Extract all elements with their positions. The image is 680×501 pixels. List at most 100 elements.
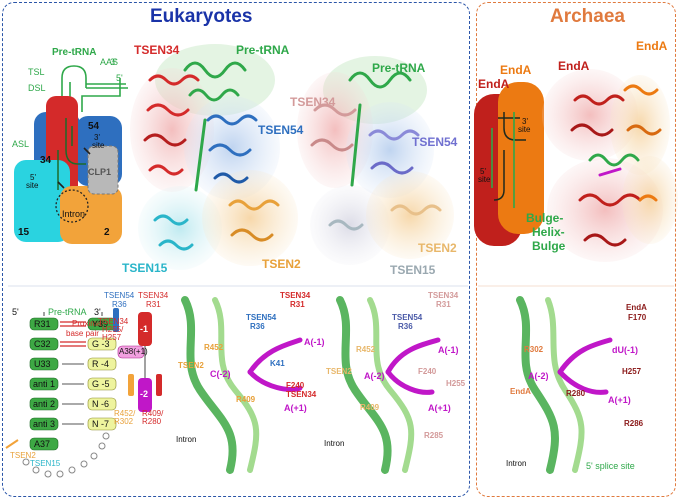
pairing-schematic: [5, 308, 162, 478]
clp1-label: CLP1: [88, 167, 112, 177]
detail-helices: [181, 296, 613, 474]
d1-r409: R409: [236, 395, 256, 404]
pairing-minus2: -2: [140, 389, 149, 399]
d1-tsen34-b: TSEN34: [286, 390, 317, 399]
d2-r31: R31: [436, 300, 451, 309]
archaea-enda-top-right-label: EndA: [636, 39, 668, 53]
archaea-enda-red-label: EndA: [558, 59, 590, 73]
bhb-label-1: Bulge-: [526, 211, 564, 225]
nt-a38: A38(+1): [119, 347, 148, 356]
d1-c-minus2: C(-2): [210, 369, 231, 379]
structure2-tsen54-label: TSEN54: [412, 135, 458, 149]
dsl-label: DSL: [28, 83, 46, 93]
eukaryotes-panel: [2, 2, 470, 497]
d2-r36: R36: [398, 322, 413, 331]
tsen-schematic: [14, 65, 128, 244]
tsen54-number: 54: [88, 121, 100, 132]
archaea-enda-left-label: EndA: [478, 77, 510, 91]
nt-n-6: N -6: [92, 399, 110, 409]
d3-du-minus1: dU(-1): [612, 345, 638, 355]
site-5-word: site: [26, 181, 39, 190]
d3-f170: F170: [628, 313, 647, 322]
d2-tsen34: TSEN34: [428, 291, 459, 300]
structure2-pre-trna-label: Pre-tRNA: [372, 61, 426, 75]
d1-tsen2: TSEN2: [178, 361, 204, 370]
d3-a-minus2: A(-2): [528, 371, 549, 381]
nt-r31: R31: [34, 319, 51, 329]
d1-f240: F240: [286, 381, 305, 390]
d2-tsen2: TSEN2: [326, 367, 352, 376]
d1-r36: R36: [250, 322, 265, 331]
pairing-tsen34-b: TSEN34: [98, 317, 129, 326]
pairing-r452: R452/: [114, 409, 136, 418]
nt-anti2: anti 2: [33, 399, 56, 409]
proximal-label-1: Proximal: [72, 319, 104, 328]
pairing-r409: R409/: [142, 409, 164, 418]
d2-tsen54: TSEN54: [392, 313, 423, 322]
d3-r280: R280: [566, 389, 586, 398]
pairing-r302: R302: [114, 417, 134, 426]
archaea-site3-word: site: [518, 125, 531, 134]
eukaryotes-title: Eukaryotes: [150, 6, 253, 27]
structure2-tsen2-label: TSEN2: [418, 241, 457, 255]
schematic-5-prime: 5': [116, 73, 123, 83]
pairing-minus1: -1: [140, 324, 149, 334]
d3-a-plus1: A(+1): [608, 395, 631, 405]
bhb-label-2: Helix-: [532, 225, 565, 239]
d1-a-plus1: A(+1): [284, 403, 307, 413]
d3-h257: H257: [622, 367, 642, 376]
d1-k41: K41: [270, 359, 285, 368]
structure1-tsen54-label: TSEN54: [258, 123, 304, 137]
d3-enda-b: EndA: [510, 387, 531, 396]
pairing-h257: H257: [102, 333, 122, 342]
tsen-structure-2: [297, 56, 454, 265]
pairing-tsen54: TSEN54: [104, 291, 135, 300]
archaea-schematic: [474, 82, 544, 246]
nt-a37: A37: [34, 439, 51, 449]
pairing-h255: H255/: [102, 325, 124, 334]
d3-r286: R286: [624, 419, 644, 428]
d1-a-minus1: A(-1): [304, 337, 325, 347]
tsl-label: TSL: [28, 67, 45, 77]
d3-r302: R302: [524, 345, 544, 354]
archaea-enda-mid-label: EndA: [500, 63, 532, 77]
pairing-tsen34: TSEN34: [138, 291, 169, 300]
archaea-structure: [542, 69, 678, 262]
tsen2-number: 2: [104, 227, 110, 238]
d2-intron: Intron: [324, 439, 345, 448]
pairing-tsen15: TSEN15: [30, 459, 61, 468]
aas-label: AAS: [100, 57, 119, 67]
structure1-tsen34-label: TSEN34: [134, 43, 180, 57]
archaea-panel: [476, 2, 676, 497]
d3-5-splice-site: 5' splice site: [586, 461, 635, 471]
archaea-site5-num: 5': [480, 167, 486, 176]
d2-r409: R409: [360, 403, 380, 412]
d1-r452: R452: [204, 343, 224, 352]
pairing-r36: R36: [112, 300, 127, 309]
archaea-title: Archaea: [550, 6, 625, 27]
d1-tsen54: TSEN54: [246, 313, 277, 322]
pairing-r31: R31: [146, 300, 161, 309]
archaea-site5-word: site: [478, 175, 491, 184]
pairing-pre-trna: Pre-tRNA: [48, 307, 87, 317]
structure2-tsen34-label: TSEN34: [290, 95, 336, 109]
site-5-num: 5': [30, 173, 36, 182]
proximal-label-2: base pair: [66, 329, 99, 338]
pairing-3-prime: 3': [94, 307, 101, 317]
d2-h255: H255: [446, 379, 466, 388]
d2-a-minus2: A(-2): [364, 371, 385, 381]
pairing-r280: R280: [142, 417, 162, 426]
schematic-intron-label: Intron: [62, 209, 86, 219]
tsen34-number: 34: [40, 155, 52, 166]
structure2-tsen15-label: TSEN15: [390, 263, 436, 277]
d3-intron: Intron: [506, 459, 527, 468]
nt-g-5: G -5: [92, 379, 110, 389]
d2-a-plus1: A(+1): [428, 403, 451, 413]
asl-label: ASL: [12, 139, 30, 149]
tsen-structure-1: [130, 44, 298, 270]
bhb-label-3: Bulge: [532, 239, 566, 253]
d2-r285: R285: [424, 431, 444, 440]
nt-n-7: N -7: [92, 419, 110, 429]
structure1-tsen2-label: TSEN2: [262, 257, 301, 271]
